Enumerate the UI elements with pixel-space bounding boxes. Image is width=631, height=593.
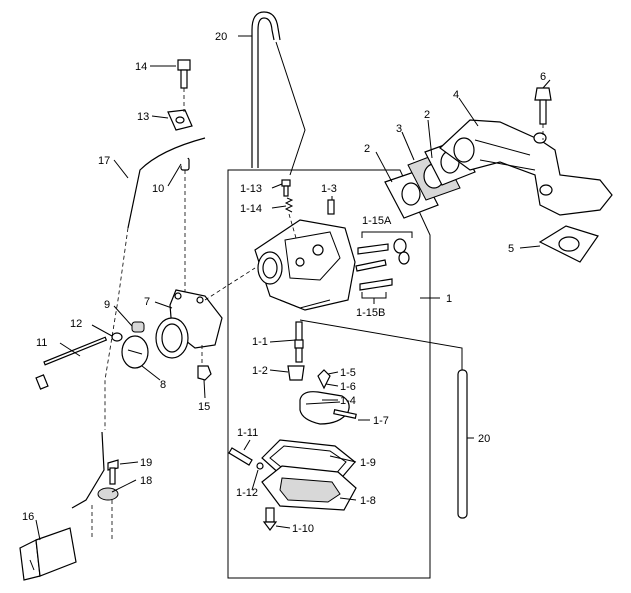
label-part-13: 13 [137, 111, 149, 123]
label-part-12: 12 [70, 318, 82, 330]
label-part-14: 14 [135, 61, 147, 73]
label-part-11: 11 [36, 337, 47, 349]
needle-1-5 [317, 369, 331, 390]
screw-1-13 [281, 179, 291, 197]
label-part-9: 9 [104, 299, 110, 311]
label-part-5: 5 [508, 243, 514, 255]
washer-18 [97, 487, 119, 501]
label-part-3: 3 [396, 123, 402, 135]
choke-cable-17 [127, 137, 206, 229]
label-part-20-right: 20 [478, 433, 490, 445]
intake-manifold [439, 119, 613, 216]
label-part-1-10: 1-10 [292, 523, 314, 535]
label-part-1-9: 1-9 [360, 457, 376, 469]
fuel-hose-top [251, 11, 281, 168]
choke-knob-16 [19, 527, 77, 581]
label-part-1-14: 1-14 [240, 203, 262, 215]
o-ring-1-12 [256, 462, 264, 470]
bolt-6 [534, 87, 552, 125]
label-part-1-7: 1-7 [373, 415, 389, 427]
label-part-17: 17 [98, 155, 110, 167]
label-part-1-2: 1-2 [252, 365, 268, 377]
carburetor-group-outline [227, 169, 431, 579]
label-part-1-13: 1-13 [240, 183, 262, 195]
label-part-15: 15 [198, 401, 210, 413]
label-part-1-15b: 1-15B [356, 307, 385, 319]
gasket-5 [538, 225, 599, 263]
label-part-18: 18 [140, 475, 152, 487]
label-part-1-5: 1-5 [340, 367, 356, 379]
air-intake-adaptor-7 [155, 289, 223, 359]
float-pin-1-7 [333, 409, 357, 419]
bushing-9 [131, 321, 145, 333]
label-part-2-lower: 2 [364, 143, 370, 155]
label-part-1-4: 1-4 [340, 395, 356, 407]
washer-12 [111, 332, 123, 342]
label-part-1-15a: 1-15A [362, 215, 392, 227]
choke-plate-8 [121, 335, 149, 369]
label-part-10: 10 [152, 183, 164, 195]
float-valve-1-1 [294, 321, 304, 363]
label-part-6: 6 [540, 71, 546, 83]
cable-clamp-13 [167, 109, 193, 131]
label-part-1-11: 1-11 [237, 427, 258, 439]
label-part-19: 19 [140, 457, 152, 469]
screw-19 [107, 459, 119, 485]
label-part-16: 16 [22, 511, 34, 523]
bolt-11 [35, 336, 108, 390]
label-part-4: 4 [453, 89, 459, 101]
label-part-1: 1 [446, 293, 452, 305]
screw-1-3 [327, 199, 335, 215]
main-jet-1-2 [287, 365, 305, 381]
label-part-1-12: 1-12 [236, 487, 258, 499]
label-part-8: 8 [160, 379, 166, 391]
label-part-1-1: 1-1 [252, 336, 268, 348]
label-part-1-6: 1-6 [340, 381, 356, 393]
label-part-7: 7 [144, 296, 150, 308]
pilot-screw-1-11 [228, 447, 253, 466]
carburetor-body [254, 219, 356, 311]
fuel-hose-right [457, 369, 468, 519]
label-part-1-3: 1-3 [321, 183, 337, 195]
float-bowl-1-8 [261, 465, 357, 511]
jet-assembly-1-15b [359, 278, 393, 291]
screw-14 [177, 59, 191, 89]
jet-assembly-1-15a [355, 238, 410, 272]
drain-screw-1-10 [262, 507, 278, 531]
spring-1-14 [284, 197, 294, 213]
nut-15 [197, 365, 212, 381]
label-part-1-8: 1-8 [360, 495, 376, 507]
label-part-20-top: 20 [215, 31, 227, 43]
label-part-2-upper: 2 [424, 109, 430, 121]
